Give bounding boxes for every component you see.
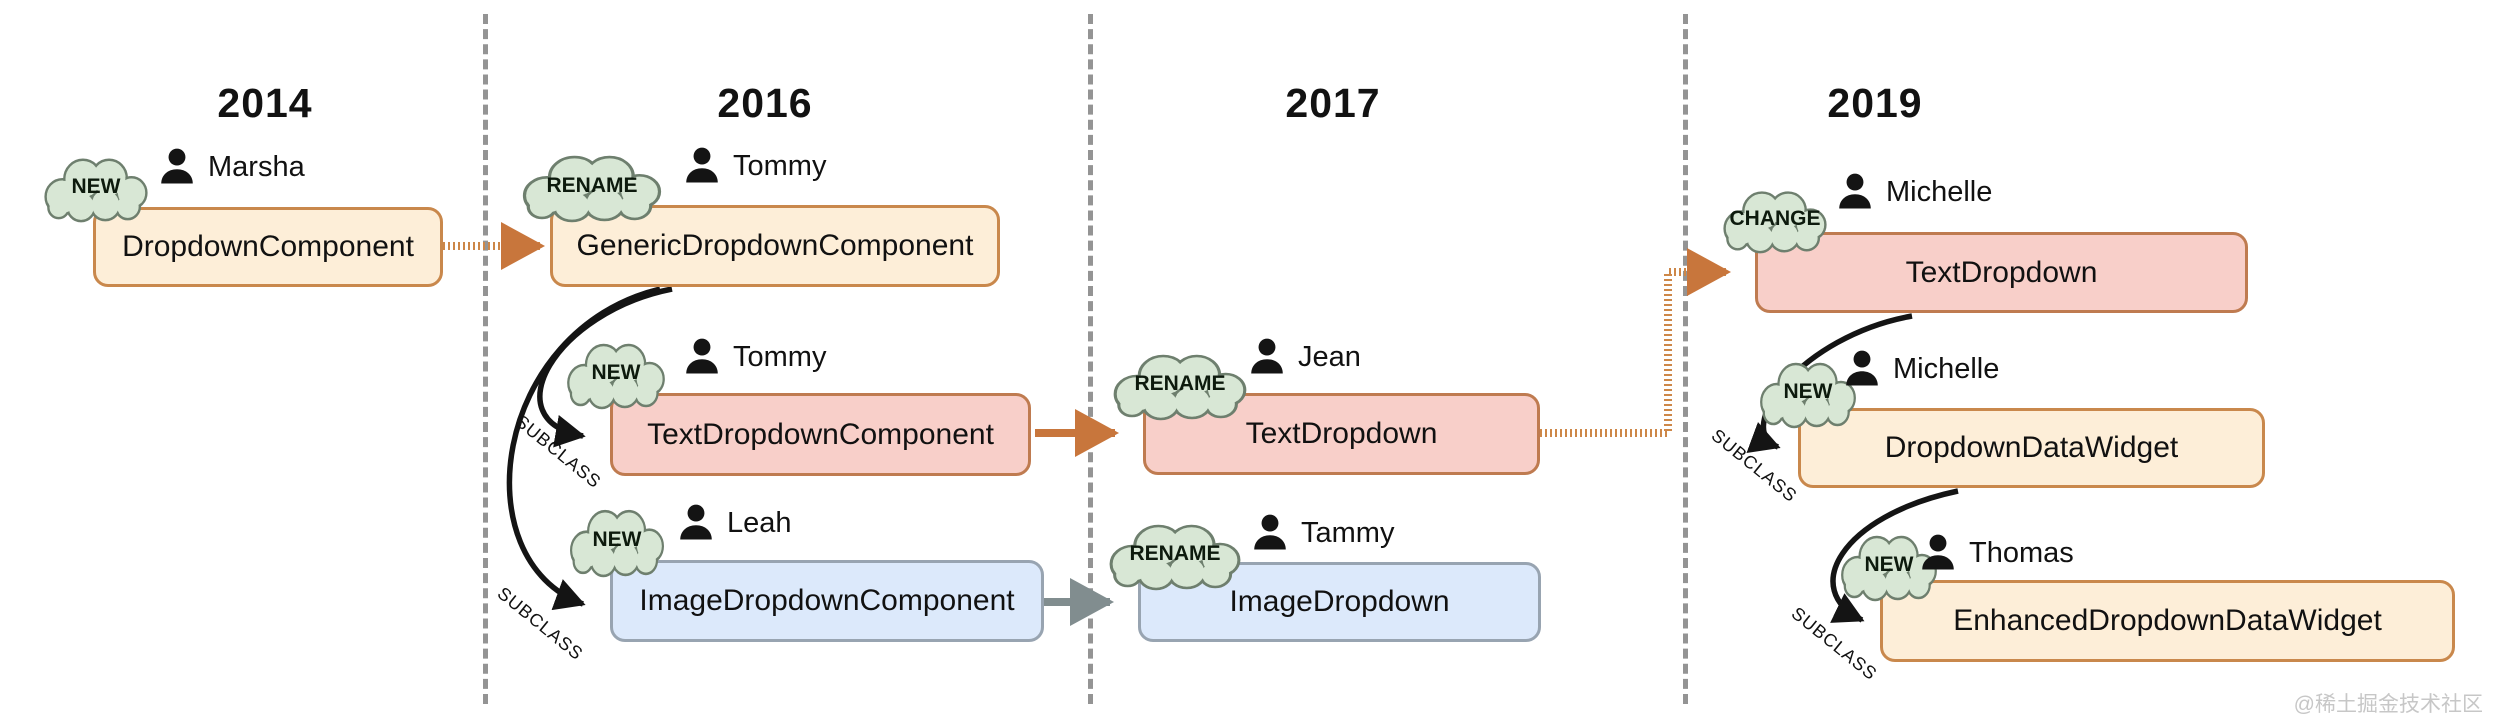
component-box: TextDropdown bbox=[1143, 393, 1540, 475]
badge-label: NEW bbox=[591, 361, 641, 385]
person-icon bbox=[1254, 514, 1286, 550]
year-header-2017: 2017 bbox=[1285, 80, 1381, 126]
author-meta: Michelle bbox=[1840, 346, 1999, 392]
author-name: Tammy bbox=[1301, 516, 1395, 549]
person-icon bbox=[1251, 338, 1283, 374]
person-icon bbox=[680, 504, 712, 540]
badge-label: NEW bbox=[71, 175, 121, 199]
column-separator bbox=[1683, 14, 1688, 704]
author-name: Michelle bbox=[1886, 175, 1993, 208]
edge-subclass-enhanced-2019 bbox=[1830, 488, 1959, 623]
author-meta: Tommy bbox=[680, 334, 826, 380]
cloud-badge: NEW bbox=[40, 152, 152, 224]
person-icon bbox=[1846, 350, 1878, 386]
component-box: TextDropdown bbox=[1755, 232, 2248, 313]
column-separator bbox=[1088, 14, 1093, 704]
component-label: TextDropdownComponent bbox=[647, 417, 994, 451]
component-box: DropdownDataWidget bbox=[1798, 408, 2265, 488]
cloud-badge: RENAME bbox=[1108, 348, 1252, 422]
watermark: @稀土掘金技术社区 bbox=[2293, 693, 2483, 716]
author-name: Thomas bbox=[1969, 536, 2074, 569]
author-meta: Thomas bbox=[1916, 530, 2074, 576]
component-box: DropdownComponent bbox=[93, 207, 443, 287]
person-icon bbox=[1839, 173, 1871, 209]
cloud-badge: CHANGE bbox=[1719, 185, 1831, 255]
badge-label: RENAME bbox=[546, 173, 638, 197]
component-label: ImageDropdownComponent bbox=[639, 584, 1015, 617]
badge-label: NEW bbox=[1783, 380, 1833, 404]
author-name: Marsha bbox=[208, 150, 305, 183]
component-label: DropdownDataWidget bbox=[1884, 431, 2179, 464]
author-meta: Marsha bbox=[155, 144, 305, 190]
cloud-badge: NEW bbox=[563, 337, 669, 411]
author-name: Tommy bbox=[733, 149, 827, 182]
cloud-badge: NEW bbox=[566, 503, 668, 579]
person-icon bbox=[1922, 534, 1954, 570]
cloud-badge: RENAME bbox=[517, 149, 667, 224]
edge-subclass-image-2016 bbox=[506, 286, 661, 611]
author-meta: Jean bbox=[1245, 334, 1361, 380]
component-label: ImageDropdown bbox=[1229, 585, 1450, 618]
component-box: TextDropdownComponent bbox=[610, 393, 1031, 476]
component-label: GenericDropdownComponent bbox=[576, 229, 974, 262]
author-meta: Michelle bbox=[1833, 169, 1992, 215]
cloud-badge: NEW bbox=[1837, 529, 1941, 603]
component-box: ImageDropdownComponent bbox=[610, 560, 1044, 642]
author-name: Jean bbox=[1298, 340, 1361, 373]
badge-label: NEW bbox=[1864, 553, 1914, 577]
year-header-2019: 2019 bbox=[1827, 80, 1923, 126]
author-name: Michelle bbox=[1893, 352, 2000, 385]
badge-label: RENAME bbox=[1134, 372, 1226, 396]
author-meta: Tammy bbox=[1248, 510, 1394, 556]
year-header-2014: 2014 bbox=[217, 80, 313, 126]
badge-label: CHANGE bbox=[1729, 207, 1821, 231]
cloud-badge: NEW bbox=[1756, 356, 1860, 430]
cloud-badge: RENAME bbox=[1104, 518, 1246, 592]
column-separator bbox=[483, 14, 488, 704]
person-icon bbox=[161, 148, 193, 184]
person-icon bbox=[686, 147, 718, 183]
author-name: Tommy bbox=[733, 340, 827, 373]
author-meta: Leah bbox=[674, 500, 792, 546]
component-label: EnhancedDropdownDataWidget bbox=[1953, 604, 2382, 637]
component-label: TextDropdown bbox=[1905, 255, 2098, 289]
badge-label: RENAME bbox=[1129, 542, 1221, 566]
edge-change-2017-2019 bbox=[1540, 248, 1731, 437]
component-label: TextDropdown bbox=[1245, 417, 1438, 450]
component-box: GenericDropdownComponent bbox=[550, 205, 1000, 287]
component-label: DropdownComponent bbox=[122, 230, 414, 263]
author-name: Leah bbox=[727, 506, 792, 539]
author-meta: Tommy bbox=[680, 143, 826, 189]
year-header-2016: 2016 bbox=[717, 80, 813, 126]
badge-label: NEW bbox=[592, 528, 642, 552]
component-box: EnhancedDropdownDataWidget bbox=[1880, 580, 2455, 662]
person-icon bbox=[686, 338, 718, 374]
